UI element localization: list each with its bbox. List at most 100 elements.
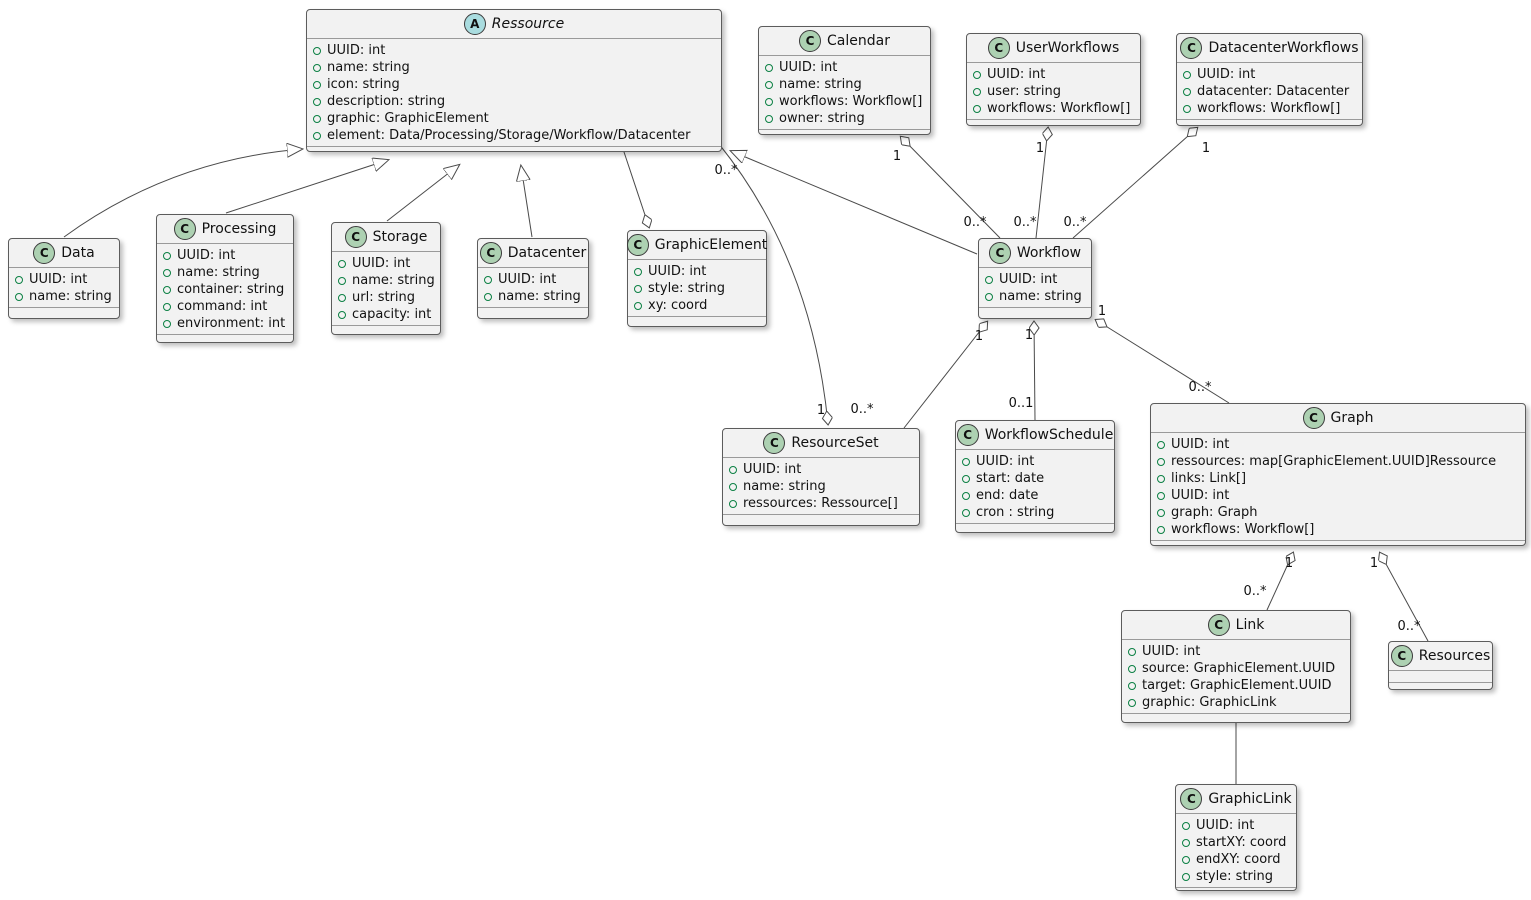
class-name: Data: [61, 245, 95, 261]
attribute-text: workflows: Workflow[]: [779, 94, 923, 109]
multiplicity-label: 0..*: [963, 215, 987, 230]
attribute-text: UUID: int: [1171, 437, 1230, 452]
class-name: UserWorkflows: [1015, 40, 1120, 56]
edge-Datacenter-Ressource: [521, 166, 533, 238]
attribute-text: name: string: [327, 60, 410, 75]
methods-compartment: [157, 335, 293, 342]
class-icon: C: [1180, 788, 1203, 810]
field-visibility-icon: [962, 457, 970, 466]
attribute: source: GraphicElement.UUID: [1128, 660, 1344, 677]
class-icon: C: [1207, 614, 1230, 636]
attribute: graphic: GraphicLink: [1128, 694, 1344, 711]
field-visibility-icon: [1183, 87, 1191, 96]
attribute: workflows: Workflow[]: [973, 100, 1134, 117]
multiplicity-label: 0..1: [1009, 396, 1034, 411]
attribute: UUID: int: [985, 271, 1085, 288]
class-icon: C: [956, 424, 979, 446]
attribute-text: element: Data/Processing/Storage/Workflo…: [327, 128, 691, 143]
methods-compartment: [1177, 120, 1362, 126]
methods-compartment: [956, 524, 1114, 532]
attribute-text: source: GraphicElement.UUID: [1142, 661, 1336, 676]
field-visibility-icon: [1128, 698, 1136, 707]
field-visibility-icon: [962, 474, 970, 483]
field-visibility-icon: [985, 292, 993, 301]
multiplicity-label: 1: [1202, 141, 1210, 156]
field-visibility-icon: [973, 104, 981, 113]
field-visibility-icon: [962, 508, 970, 517]
class-icon: C: [626, 234, 649, 256]
multiplicity-label: 0..*: [1188, 380, 1212, 395]
multiplicity-label: 0..*: [1063, 215, 1087, 230]
multiplicity-label: 1: [1285, 556, 1293, 571]
attribute-text: UUID: int: [498, 272, 557, 287]
class-box-resources: C Resources: [1388, 641, 1493, 690]
attribute: environment: int: [163, 315, 287, 332]
edge-Link-Graph: [1266, 553, 1293, 611]
attribute: UUID: int: [765, 59, 924, 76]
field-visibility-icon: [765, 97, 773, 106]
attribute-text: start: date: [976, 471, 1045, 486]
attribute: description: string: [313, 93, 715, 110]
attribute: graphic: GraphicElement: [313, 110, 715, 127]
attribute: name: string: [985, 288, 1085, 305]
attribute: name: string: [484, 288, 582, 305]
attribute-text: graphic: GraphicLink: [1142, 695, 1277, 710]
attribute: style: string: [634, 280, 760, 297]
attribute: workflows: Workflow[]: [765, 93, 924, 110]
attribute-text: UUID: int: [987, 67, 1046, 82]
attribute-text: UUID: int: [1142, 644, 1201, 659]
attribute-text: UUID: int: [1196, 818, 1255, 833]
methods-compartment: [967, 120, 1140, 126]
methods-compartment: [332, 326, 440, 334]
edge-Workflow-DatacenterWorkflows: [1072, 128, 1197, 239]
abstract-class-icon: A: [463, 13, 486, 35]
field-visibility-icon: [15, 292, 23, 301]
attribute: UUID: int: [338, 255, 434, 272]
field-visibility-icon: [313, 63, 321, 72]
attribute-text: container: string: [177, 282, 285, 297]
attribute: UUID: int: [1182, 817, 1290, 834]
attribute-text: user: string: [987, 84, 1061, 99]
attribute-text: url: string: [352, 290, 416, 305]
class-name: Processing: [201, 221, 277, 237]
class-icon: C: [988, 242, 1011, 264]
class-name: Storage: [372, 229, 428, 245]
class-name: Resources: [1418, 648, 1491, 664]
attribute-text: workflows: Workflow[]: [1197, 101, 1341, 116]
field-visibility-icon: [163, 302, 171, 311]
class-icon: C: [1390, 645, 1413, 667]
class-name: DatacenterWorkflows: [1208, 40, 1359, 56]
attribute: workflows: Workflow[]: [1157, 521, 1519, 538]
multiplicity-label: 0..*: [1243, 584, 1267, 599]
multiplicity-label: 0..*: [1397, 619, 1421, 634]
attribute-text: capacity: int: [352, 307, 432, 322]
methods-compartment: [1176, 888, 1296, 894]
class-icon: C: [763, 432, 786, 454]
attribute: graph: Graph: [1157, 504, 1519, 521]
field-visibility-icon: [729, 482, 737, 491]
attribute-text: name: string: [352, 273, 435, 288]
edge-Resources-Graph: [1380, 553, 1429, 642]
edge-ResourceSet-Workflow: [903, 322, 987, 429]
attribute-text: style: string: [648, 281, 726, 296]
methods-compartment: [9, 308, 119, 318]
attribute: xy: coord: [634, 297, 760, 314]
field-visibility-icon: [1157, 508, 1165, 517]
attribute-text: name: string: [177, 265, 260, 280]
attribute-text: name: string: [743, 479, 826, 494]
attribute: UUID: int: [729, 461, 913, 478]
